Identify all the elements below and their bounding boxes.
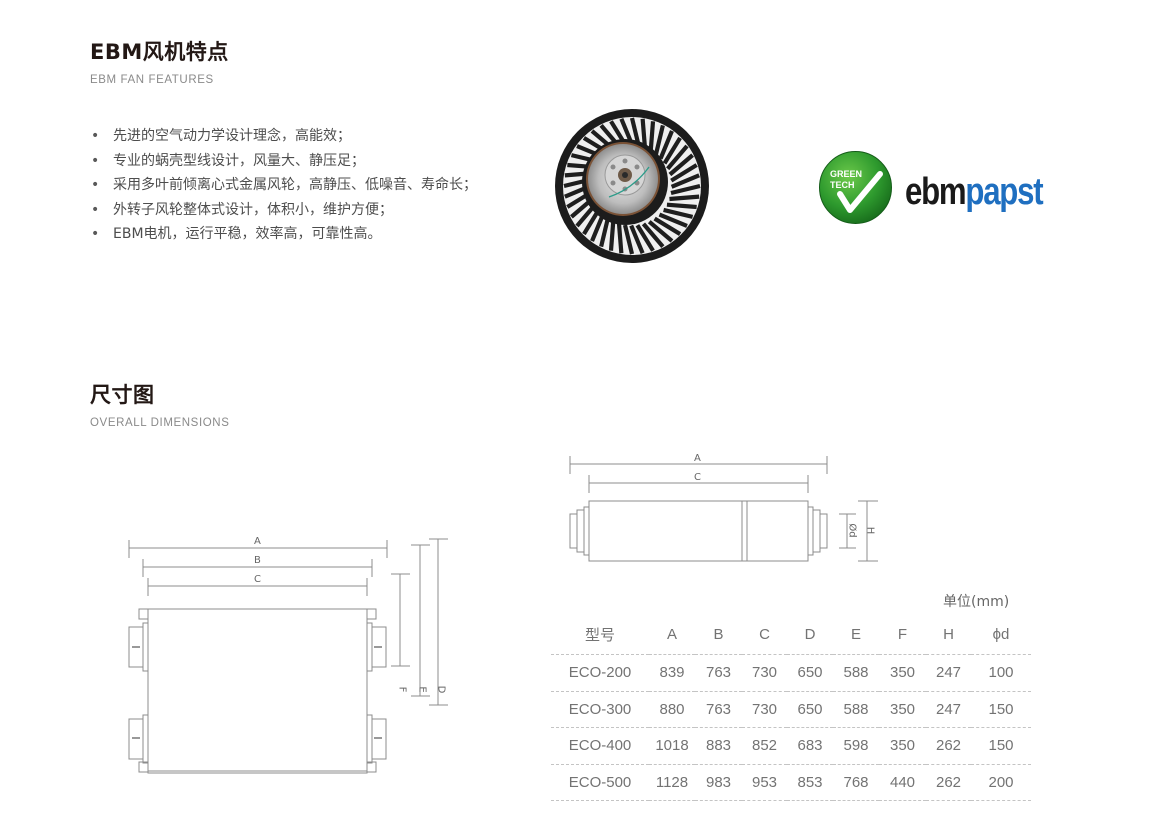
side-dim-label-h: H xyxy=(864,526,876,535)
dim-label-d: D xyxy=(435,685,447,694)
header-b: B xyxy=(695,614,742,655)
dim-label-e: E xyxy=(416,686,428,693)
side-view-diagram: A C Ød H xyxy=(560,450,890,570)
bullet-icon: • xyxy=(91,128,100,144)
unit-label: 单位(mm) xyxy=(943,594,1010,610)
side-dim-label-a: A xyxy=(694,453,701,464)
table-row: ECO-500 1128 983 953 853 768 440 262 200 xyxy=(551,764,1031,801)
side-dim-label-c: C xyxy=(694,472,701,483)
side-view-drawing-icon xyxy=(569,456,878,562)
bullet-icon: • xyxy=(91,177,100,193)
header-phi-d: ϕd xyxy=(971,614,1031,655)
table-header-row: 型号 A B C D E F H ϕd xyxy=(551,614,1031,655)
dimensions-table: 型号 A B C D E F H ϕd ECO-200 839 763 730 … xyxy=(551,614,1031,801)
ebmpapst-logo: ebmpapst xyxy=(905,170,1044,214)
dim-label-a: A xyxy=(254,536,261,547)
bullet-icon: • xyxy=(91,201,100,218)
table-row: ECO-200 839 763 730 650 588 350 247 100 xyxy=(551,654,1031,692)
feature-item: •EBM电机，运行平稳，效率高，可靠性高。 xyxy=(91,222,477,247)
green-tech-check-icon: GREEN TECH xyxy=(819,151,892,224)
feature-item: •采用多叶前倾离心式金属风轮，高静压、低噪音、寿命长； xyxy=(91,173,477,198)
brand-papst: papst xyxy=(965,171,1043,213)
feature-item: •先进的空气动力学设计理念，高能效； xyxy=(91,124,477,149)
svg-text:GREEN: GREEN xyxy=(830,169,862,179)
header-d: D xyxy=(787,614,833,655)
features-title: EBM风机特点 xyxy=(90,40,229,64)
feature-item: •外转子风轮整体式设计，体积小，维护方便； xyxy=(91,198,477,223)
fan-impeller-icon xyxy=(555,109,709,263)
dim-label-c: C xyxy=(254,574,261,585)
fan-impeller-image xyxy=(553,107,711,265)
feature-item: •专业的蜗壳型线设计，风量大、静压足； xyxy=(91,149,477,174)
front-view-drawing-icon xyxy=(128,538,448,774)
header-model: 型号 xyxy=(551,614,649,655)
bullet-icon: • xyxy=(91,226,100,242)
bullet-icon: • xyxy=(91,152,100,169)
brand-ebm: ebm xyxy=(905,171,967,213)
table-row: ECO-300 880 763 730 650 588 350 247 150 xyxy=(551,691,1031,728)
table-row: ECO-400 1018 883 852 683 598 350 262 150 xyxy=(551,727,1031,765)
header-c: C xyxy=(742,614,787,655)
features-subtitle: EBM FAN FEATURES xyxy=(90,74,214,86)
header-e: E xyxy=(833,614,879,655)
svg-text:TECH: TECH xyxy=(830,180,855,190)
dim-label-f: F xyxy=(396,686,408,693)
header-h: H xyxy=(926,614,971,655)
header-f: F xyxy=(879,614,926,655)
features-list: •先进的空气动力学设计理念，高能效； •专业的蜗壳型线设计，风量大、静压足； •… xyxy=(91,124,477,247)
side-dim-label-d: Ød xyxy=(846,523,858,538)
header-a: A xyxy=(649,614,695,655)
dimensions-title: 尺寸图 xyxy=(90,383,155,407)
front-view-diagram: A B C xyxy=(110,530,460,790)
dimensions-subtitle: OVERALL DIMENSIONS xyxy=(90,417,230,429)
green-tech-badge: GREEN TECH xyxy=(818,150,893,225)
dim-label-b: B xyxy=(254,555,261,566)
